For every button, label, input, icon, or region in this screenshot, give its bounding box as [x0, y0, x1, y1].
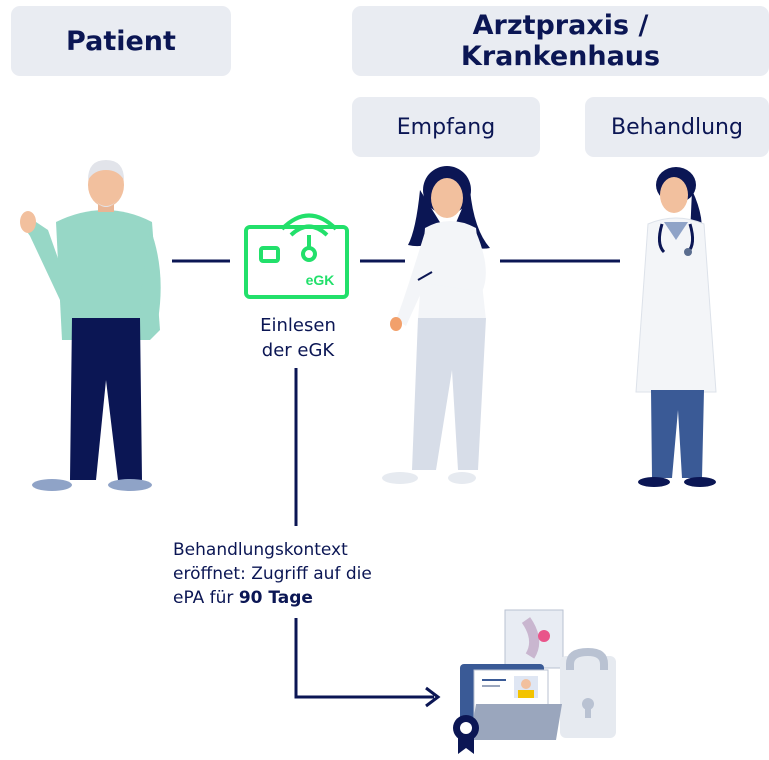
practice-header-line1: Arztpraxis / — [472, 10, 649, 41]
treatment-label: Behandlung — [611, 114, 743, 140]
egk-card-icon — [244, 213, 349, 299]
practice-header: Arztpraxis / Krankenhaus — [352, 6, 769, 76]
reception-label: Empfang — [396, 114, 496, 140]
egk-caption-line1: Einlesen — [260, 315, 336, 336]
flow-arrow-head — [425, 686, 441, 708]
epa-records-illustration — [453, 609, 616, 754]
doctor-figure — [635, 167, 717, 487]
reception-header: Empfang — [352, 97, 540, 157]
egk-caption-line2: der eGK — [261, 340, 335, 361]
practice-header-line2: Krankenhaus — [460, 41, 661, 72]
treatment-header: Behandlung — [585, 97, 769, 157]
egk-chip-label: eGK — [306, 272, 335, 288]
egk-caption: Einlesen der eGK — [248, 313, 348, 363]
context-text: Behandlungskontext eröffnet: Zugriff auf… — [173, 538, 433, 610]
context-duration: 90 Tage — [238, 588, 313, 608]
patient-header: Patient — [11, 6, 231, 76]
context-line1: Behandlungskontext — [173, 540, 348, 560]
connector-lines — [172, 259, 620, 708]
patient-figure — [20, 160, 161, 491]
patient-header-label: Patient — [66, 25, 176, 57]
context-line2: eröffnet: Zugriff auf die — [173, 564, 372, 584]
receptionist-figure — [382, 166, 490, 484]
context-line3-prefix: ePA für — [173, 588, 234, 608]
context-line3: ePA für 90 Tage — [173, 586, 433, 610]
flow-arrow-line — [294, 618, 434, 699]
